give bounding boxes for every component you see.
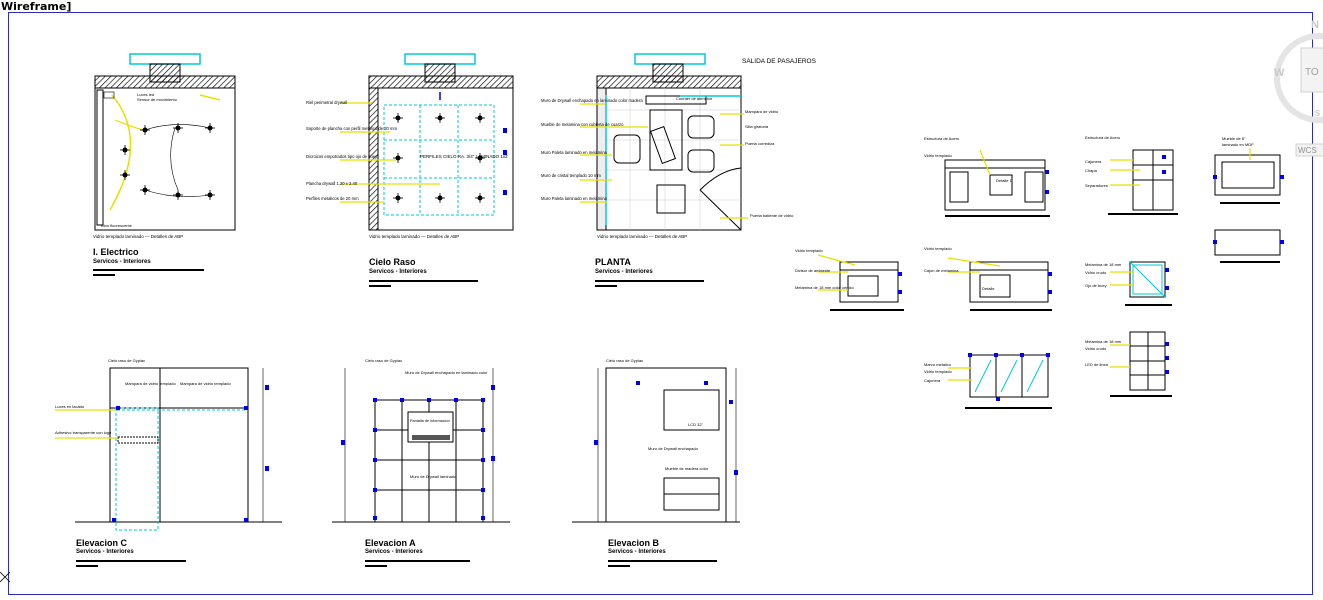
planta-label-4: Muro de cristal templado 10 mm: [541, 173, 601, 178]
elev-a-label-2: Pantalla de informacion: [410, 419, 450, 423]
electrico-label-1: Luces led: [137, 92, 154, 97]
planta-label-8: Silla giratoria: [745, 124, 769, 129]
detail-7: Marco metalico Vidrio templado Cajonera: [924, 353, 1052, 409]
detail-8: Melamina de 18 mm Vidrio crudo LED de li…: [1085, 331, 1172, 397]
detail-5-label-2: Cajon de melamina: [924, 268, 959, 273]
detail-3: Mueble de 8" laminado en MDF: [1213, 136, 1284, 263]
wcs-menu[interactable]: [1295, 143, 1323, 157]
electrico-note: Vidrio templado laminado — Detalles de A…: [93, 234, 183, 239]
detail-1: Estructura de Acero Vidrio templado Deta…: [924, 136, 1050, 217]
elev-a-subtitle: Servicos - Interiores: [365, 549, 423, 555]
detail-8-label-1: Melamina de 18 mm: [1085, 339, 1122, 344]
plan-planta: SALIDA DE PASAJEROS Muro de Drywall ench…: [541, 53, 817, 287]
detail-2-label-4: Separadores: [1085, 183, 1108, 188]
detail-3-label-2: laminado en MDF: [1222, 142, 1254, 147]
planta-label-5: Muro Paleta laminado en melamina: [541, 196, 608, 201]
detail-4: Vidrio templado Divisor de ambiente Mela…: [795, 248, 904, 311]
viewport-label[interactable]: Wireframe]: [1, 0, 72, 13]
detail-1-label-1: Estructura de Acero: [924, 136, 960, 141]
planta-label-10: Puerta batiente de vidrio: [750, 213, 794, 218]
electrico-title: I. Electrico: [93, 247, 139, 257]
detail-5-label-3: Detalle: [982, 286, 995, 291]
detail-2-label-3: Chapa: [1085, 168, 1098, 173]
electrico-subtitle: Servicos - Interiores: [93, 259, 151, 265]
elev-b-subtitle: Servicos - Interiores: [608, 549, 666, 555]
planta-label-9: Puerta corrediza: [745, 141, 775, 146]
cielo-note: Vidrio templado laminado — Detalles de A…: [369, 234, 459, 239]
elev-a-top-label: Cielo raso de Gyplac: [365, 358, 402, 363]
planta-label-7: Mampara de vidrio: [745, 109, 779, 114]
detail-2: Estructura de Acero Cajonera Chapa Separ…: [1085, 135, 1178, 215]
elev-b-label-1: Muro de Drywall enchapado: [648, 446, 699, 451]
elev-b-label-3: LCD 32": [688, 422, 704, 427]
electrico-label-3: Tubo fluorescente: [100, 223, 133, 228]
planta-corner-label: SALIDA DE PASAJEROS: [742, 58, 817, 65]
detail-7-label-1: Marco metalico: [924, 362, 952, 367]
viewcube[interactable]: N W TO S WCS: [1271, 18, 1323, 168]
cielo-label-4: Plancha drywall 1.20 x 2.40: [306, 181, 358, 186]
detail-2-label-2: Cajonera: [1085, 159, 1102, 164]
viewcube-face[interactable]: [1300, 47, 1323, 93]
elevacion-b: Cielo raso de Gyplac LCD 32" Muro de Dry…: [572, 358, 740, 567]
elevacion-a: Cielo raso de Gyplac Muro de Drywall enc…: [332, 358, 510, 567]
detail-8-label-3: LED de linea: [1085, 362, 1109, 367]
detail-1-label-3: Detalle 1: [996, 178, 1013, 183]
detail-6-label-2: Vidrio crudo: [1085, 270, 1107, 275]
cielo-label-2: Soporte de plancha con perfil metalico d…: [306, 126, 398, 131]
detail-2-label-1: Estructura de Acero: [1085, 135, 1121, 140]
detail-6-label-3: Ojo de buey: [1085, 283, 1107, 288]
detail-8-label-2: Vidrio crudo: [1085, 346, 1107, 351]
cielo-label-5: Perfiles metalicos de 20 mm: [306, 196, 359, 201]
planta-label-6: Counter de atencion: [676, 96, 712, 101]
detail-4-label-1: Vidrio templado: [795, 248, 823, 253]
elev-a-label-3: Muro de Drywall laminado: [410, 474, 457, 479]
elev-c-subtitle: Servicos - Interiores: [76, 549, 134, 555]
ucs-icon: [0, 571, 11, 583]
cielo-subtitle: Servicos - Interiores: [369, 269, 427, 275]
elev-c-label-4: Mampara de vidrio templado: [180, 381, 231, 386]
elev-a-title: Elevacion A: [365, 538, 416, 548]
elev-b-top-label: Cielo raso de Gyplac: [606, 358, 643, 363]
detail-7-label-2: Vidrio templado: [924, 369, 952, 374]
drawing-frame: [8, 12, 1313, 595]
detail-1-label-2: Vidrio templado: [924, 153, 952, 158]
cielo-label-3: Dicroicos empotrados tipo ojo de buey: [306, 154, 378, 159]
compass-w: W: [1274, 67, 1285, 79]
elev-c-label-2: Luces en lacado: [55, 404, 85, 409]
cielo-center-label: PERFILES CIELO RA. 3/4" LAMINADO 1x2: [420, 154, 508, 159]
svg-text:S: S: [1315, 109, 1321, 118]
detail-5-label-1: Vidrio templado: [924, 246, 952, 251]
detail-5: Vidrio templado Cajon de melamina Detall…: [924, 246, 1052, 311]
elev-c-label-3: Adhesivo transparente con logo: [55, 430, 112, 435]
planta-label-3: Muro Paleta laminado en melamina: [541, 150, 608, 155]
elev-c-label-1: Mampara de vidrio templado: [125, 381, 176, 386]
elev-c-top-label: Cielo raso de Gyplac: [108, 358, 145, 363]
elev-b-title: Elevacion B: [608, 538, 660, 548]
planta-label-1: Muro de Drywall enchapado en laminado co…: [541, 98, 643, 103]
planta-title: PLANTA: [595, 257, 631, 267]
viewcube-face-label: TO: [1305, 67, 1319, 78]
compass-n: N: [1311, 19, 1319, 31]
detail-4-label-2: Divisor de ambiente: [795, 268, 831, 273]
elevacion-c: Cielo raso de Gyplac Mampara de vidrio t…: [55, 358, 282, 567]
plan-cielo-raso: PERFILES CIELO RA. 3/4" LAMINADO 1x2 Rie…: [306, 53, 514, 287]
elev-c-title: Elevacion C: [76, 538, 128, 548]
detail-4-label-3: Melamina de 18 mm color cenizo: [795, 285, 854, 290]
cielo-label-1: Riel perimetral drywall: [306, 100, 347, 105]
detail-6: Melamina de 18 mm Vidrio crudo Ojo de bu…: [1085, 261, 1172, 306]
planta-subtitle: Servicos - Interiores: [595, 269, 653, 275]
elev-b-label-2: Mueble de madera color: [665, 466, 709, 471]
planta-label-2: Mueble de melamina con cubierta de cuarz…: [541, 122, 624, 127]
elev-a-label-1: Muro de Drywall enchapado en laminado co…: [405, 370, 488, 375]
detail-6-label-1: Melamina de 18 mm: [1085, 262, 1122, 267]
wcs-label: WCS: [1298, 146, 1317, 155]
detail-3-label-1: Mueble de 8": [1222, 136, 1246, 141]
planta-note: Vidrio templado laminado — Detalles de A…: [597, 234, 687, 239]
detail-7-label-3: Cajonera: [924, 378, 941, 383]
plan-electrico: Luces led Sensor de movimiento Tubo fluo…: [93, 53, 236, 276]
cielo-title: Cielo Raso: [369, 257, 416, 267]
electrico-label-2: Sensor de movimiento: [137, 97, 178, 102]
